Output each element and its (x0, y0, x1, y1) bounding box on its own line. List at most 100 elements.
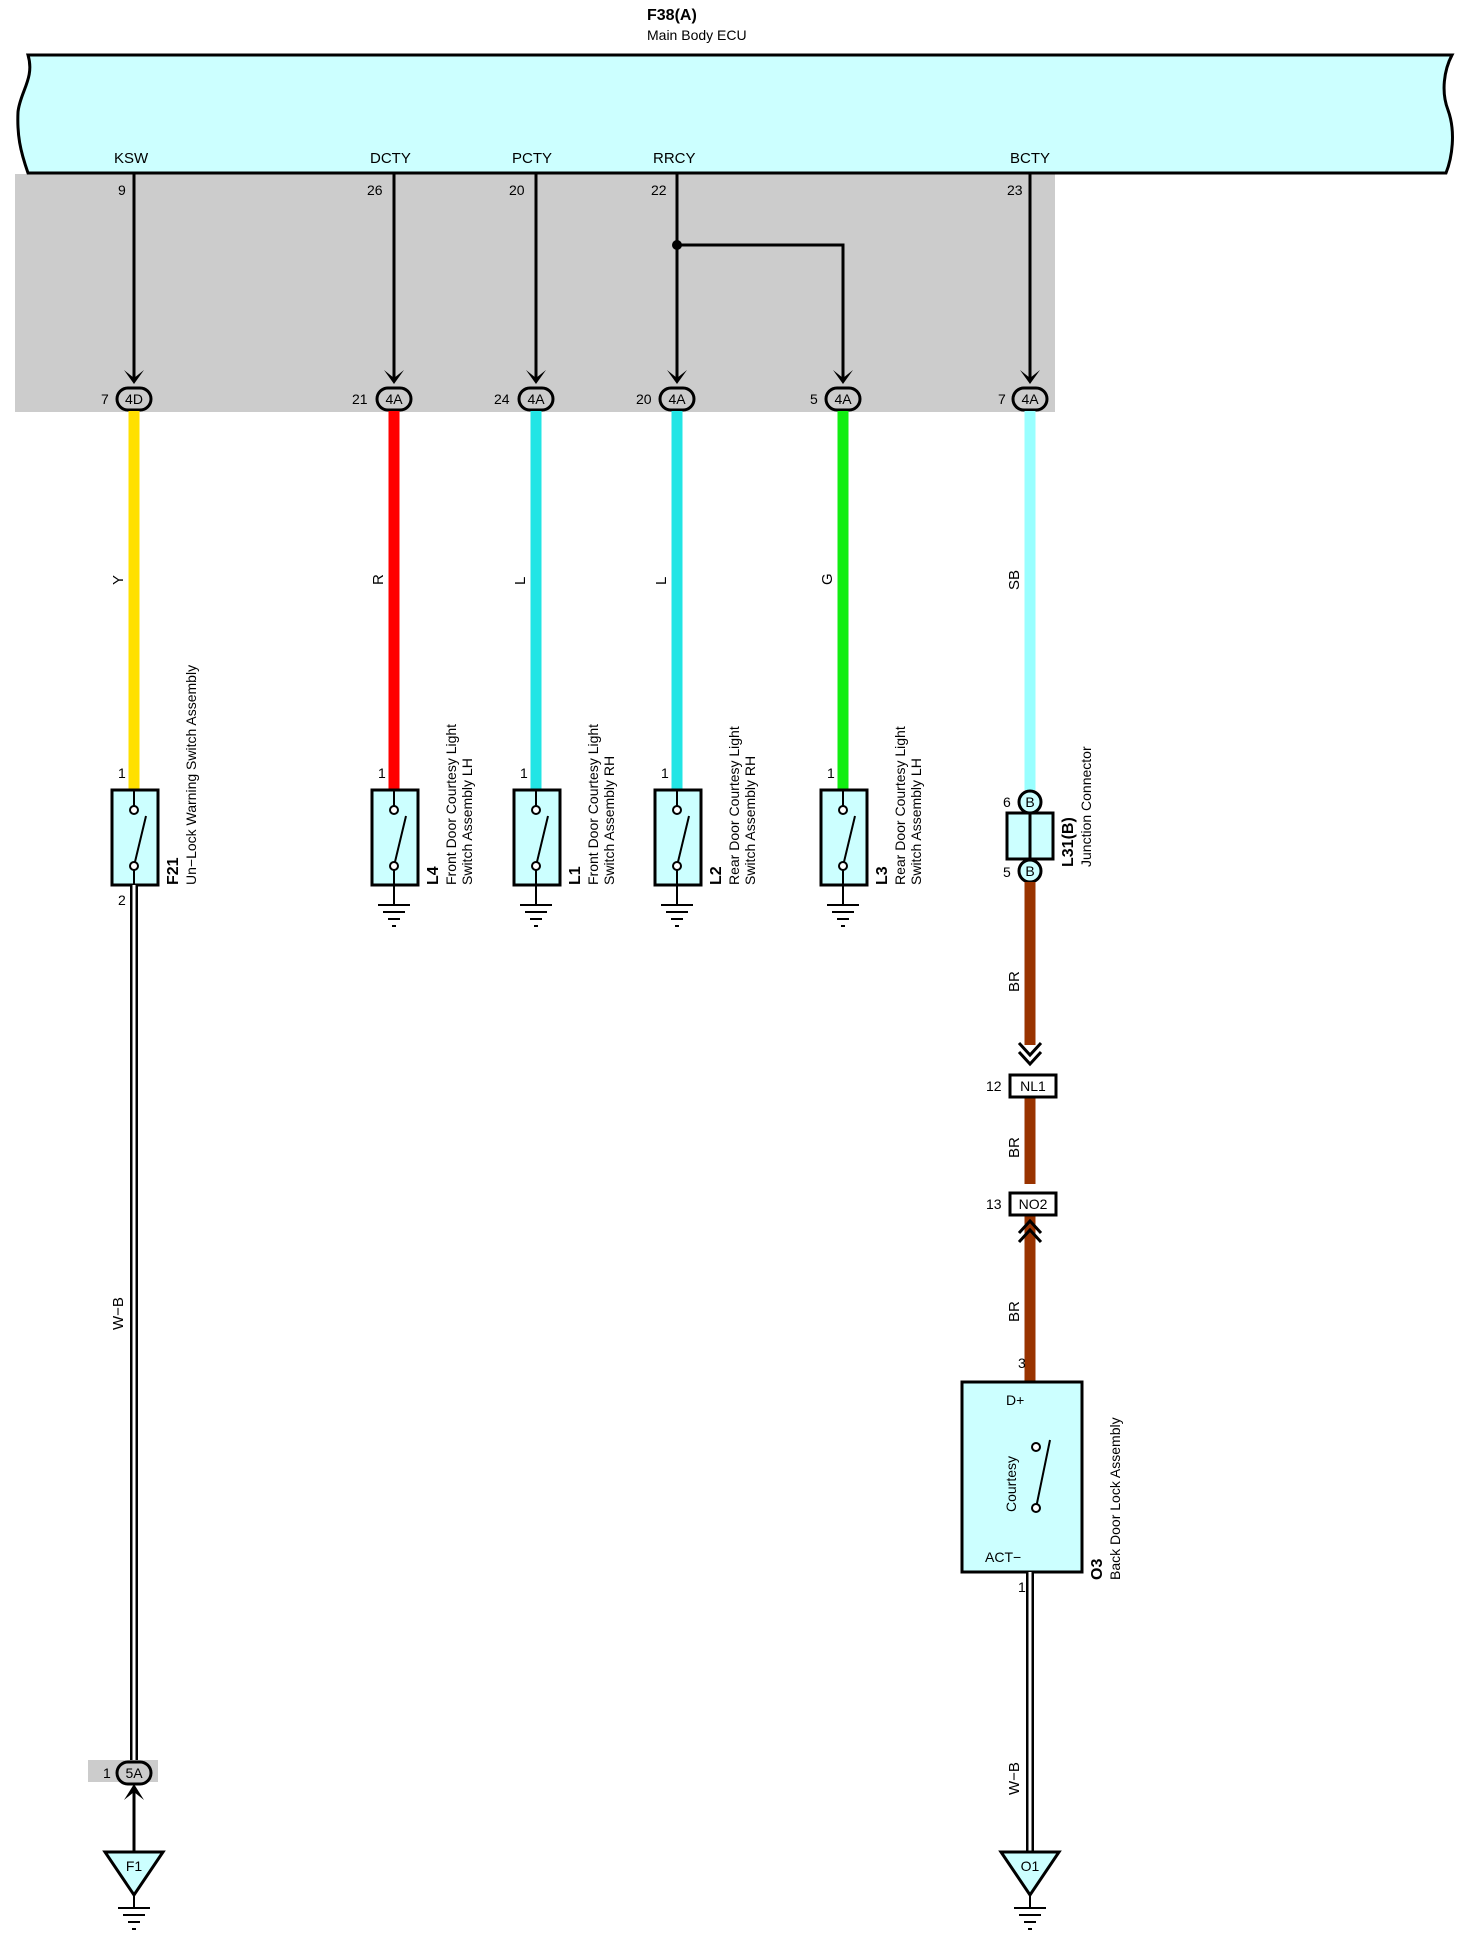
conn-name-rl: 4A (834, 391, 852, 407)
o3-term-top: D+ (1006, 1392, 1024, 1408)
conn-pin-pcty: 24 (494, 391, 510, 407)
switch-code: L3 (874, 866, 891, 885)
junction-connector: 6 B B 5 L31(B) Junction Connector (1003, 746, 1094, 884)
ground-triangle-icon (998, 1850, 1062, 1898)
ground-icon (1014, 1907, 1046, 1930)
conn-pin-dcty: 21 (352, 391, 368, 407)
o3-code: O3 (1089, 1559, 1106, 1580)
inline-connector-name: NO2 (1019, 1196, 1048, 1212)
junction-letter-top: B (1025, 794, 1034, 810)
connector-arrow (124, 370, 144, 384)
switch-label: Un−Lock Warning Switch Assembly (183, 665, 199, 885)
signal-bcty: BCTY (1010, 150, 1050, 167)
switch-code: L4 (425, 866, 442, 885)
o3-pin-top: 3 (1018, 1355, 1026, 1371)
o3-pin-bottom: 1 (1018, 1579, 1026, 1595)
ground-icon (378, 904, 410, 927)
switch-label-2: Switch Assembly LH (459, 758, 475, 885)
switch-f21: 1 2 F21 Un−Lock Warning Switch Assembly (110, 665, 199, 908)
connector-oval (115, 386, 153, 412)
ground-o1: O1 (998, 1850, 1062, 1930)
switch-code: F21 (165, 857, 182, 885)
ground-icon (118, 1907, 150, 1930)
switch-pin-top: 1 (520, 765, 528, 781)
wire-label-wb-right: W−B (1006, 1762, 1023, 1795)
wire-label-br-1: BR (1006, 971, 1023, 992)
connector-5a: 5A 1 (88, 1760, 158, 1852)
splice-dot (672, 240, 682, 250)
conn-name-rrcy: 4A (668, 391, 686, 407)
signal-pcty: PCTY (512, 150, 552, 167)
ecu-body (16, 53, 1455, 175)
ecu-pin-ksw: 9 (118, 182, 126, 198)
conn-name-pcty: 4A (527, 391, 545, 407)
junction-code: L31(B) (1060, 817, 1077, 867)
wire-label-br-2: BR (1006, 1137, 1023, 1158)
wire-label-l2: L (653, 577, 670, 585)
o3-inner-label: Courtesy (1003, 1456, 1019, 1512)
connector-arrow (384, 370, 404, 384)
conn-name-dcty: 4A (385, 391, 403, 407)
wire-label-g: G (819, 573, 836, 585)
ecu-pins: KSW DCTY PCTY RRCY BCTY 9 26 20 22 23 (114, 150, 1050, 198)
switch-code: L1 (567, 866, 584, 885)
o3-term-bottom: ACT− (985, 1549, 1021, 1565)
inline-connector-no2: NO2 13 (986, 1191, 1058, 1244)
switch-label-2: Switch Assembly RH (742, 756, 758, 885)
switch-label-1: Front Door Courtesy Light (585, 724, 601, 885)
harness-wires (132, 173, 1032, 378)
ground-icon (520, 904, 552, 927)
ecu-pin-pcty: 20 (509, 182, 525, 198)
junction-pin-top: 6 (1003, 794, 1011, 810)
ecu-name: Main Body ECU (647, 27, 747, 43)
connector-row: 4D 4A 4A 4A 4A 4A 7 21 24 20 5 7 (101, 370, 1049, 412)
switch-label-1: Rear Door Courtesy Light (726, 726, 742, 885)
wire-label-l1: L (512, 577, 529, 585)
conn-name-bcty: 4A (1021, 391, 1039, 407)
inline-connector-pin: 13 (986, 1196, 1002, 1212)
switch-code: L2 (708, 866, 725, 885)
ground-name: F1 (126, 1858, 143, 1874)
junction-letter-bottom: B (1025, 863, 1034, 879)
conn-pin-5a: 1 (103, 1765, 111, 1781)
ground-icon (827, 904, 859, 927)
junction-name: Junction Connector (1078, 746, 1094, 867)
ground-icon (661, 904, 693, 927)
switch-pin-bottom: 2 (118, 892, 126, 908)
switch-label-2: Switch Assembly LH (908, 758, 924, 885)
connector-arrow (526, 370, 546, 384)
switch-l3: 1 L3 Rear Door Courtesy Light Switch Ass… (819, 726, 924, 927)
junction-pin-bottom: 5 (1003, 864, 1011, 880)
wire-label-br-3: BR (1006, 1301, 1023, 1322)
ecu-pin-bcty: 23 (1007, 182, 1023, 198)
ecu-code: F38(A) (647, 7, 697, 24)
connector-arrow (833, 370, 853, 384)
connector-oval (517, 386, 555, 412)
connector-oval (658, 386, 696, 412)
ground-name: O1 (1021, 1858, 1040, 1874)
o3-name: Back Door Lock Assembly (1107, 1417, 1123, 1580)
switch-pin-top: 1 (118, 765, 126, 781)
wire-labels: Y R L L G SB (110, 570, 1023, 590)
conn-pin-ksw: 7 (101, 391, 109, 407)
conn-name-ksw: 4D (125, 391, 143, 407)
connector-oval (375, 386, 413, 412)
colored-wires (128, 411, 1036, 790)
inline-connector-name: NL1 (1020, 1078, 1046, 1094)
inline-connector-nl1: NL1 12 (986, 1041, 1058, 1099)
switch-pin-top: 1 (378, 765, 386, 781)
signal-rrcy: RRCY (653, 150, 696, 167)
ecu-pin-rrcy: 22 (651, 182, 667, 198)
switch-pin-top: 1 (661, 765, 669, 781)
switch-pin-top: 1 (827, 765, 835, 781)
wire-label-sb: SB (1006, 570, 1023, 590)
switch-l4: 1 L4 Front Door Courtesy Light Switch As… (370, 724, 475, 927)
wire-label-r: R (370, 574, 387, 585)
switch-l1: 1 L1 Front Door Courtesy Light Switch As… (512, 724, 617, 927)
switch-label-1: Front Door Courtesy Light (443, 724, 459, 885)
back-door-lock-assembly: 3 D+ ACT− Courtesy 1 O3 Back Door Lock A… (960, 1355, 1123, 1595)
ground-triangle-icon (102, 1850, 166, 1898)
connector-oval (1011, 386, 1049, 412)
switch-l2: 1 L2 Rear Door Courtesy Light Switch Ass… (653, 726, 758, 927)
